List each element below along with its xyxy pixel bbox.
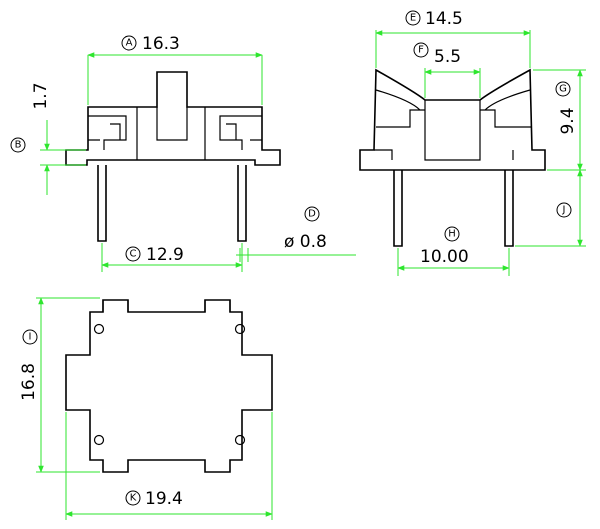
dimension-a-value: 16.3: [142, 34, 180, 54]
dimension-f-value: 5.5: [434, 47, 461, 67]
bottom-view-outline: [65, 299, 273, 473]
dimension-i: I 16.8: [19, 297, 100, 473]
dimension-e-marker: [405, 10, 421, 26]
front-view: [65, 71, 281, 242]
dimension-h-letter: H: [448, 229, 456, 240]
dimension-c-value: 12.9: [146, 245, 184, 265]
dimension-c-letter: C: [130, 249, 137, 260]
dimension-i-value: 16.8: [19, 363, 39, 401]
dimension-a-marker: [121, 35, 137, 51]
mounting-hole: [93, 434, 105, 446]
dimension-b: 1.7 B: [10, 82, 86, 195]
dimension-g: G 9.4: [533, 69, 586, 171]
side-view: [359, 68, 546, 247]
dimension-g-letter: G: [559, 84, 567, 95]
dimension-b-marker: [10, 137, 26, 153]
front-view-core-lines: [136, 107, 206, 160]
dimension-g-value: 9.4: [558, 107, 578, 134]
dimension-h-marker: [444, 226, 460, 242]
dimension-d: D ø 0.8: [236, 206, 356, 262]
front-view-left-clip: [88, 115, 127, 150]
mounting-hole: [93, 323, 105, 335]
side-view-inner-lines: [374, 89, 532, 161]
dimension-i-marker: [22, 329, 38, 345]
dimension-i-letter: I: [29, 332, 32, 343]
dimension-e-value: 14.5: [425, 9, 463, 29]
dimension-c: C 12.9: [101, 243, 243, 272]
dimension-f-marker: [413, 42, 429, 58]
front-view-right-pin: [237, 165, 247, 242]
dimension-e: E 14.5: [375, 9, 531, 68]
mounting-hole: [234, 323, 246, 335]
dimension-e-letter: E: [410, 13, 416, 24]
dimension-a-letter: A: [126, 38, 133, 49]
dimension-f-letter: F: [418, 45, 424, 56]
dimension-d-value: ø 0.8: [284, 232, 327, 252]
dimension-h-value: 10.00: [420, 247, 469, 267]
dimension-j-marker: [556, 202, 572, 218]
dimension-k-value: 19.4: [145, 489, 183, 509]
bottom-view: [65, 299, 273, 473]
dimension-j: J: [515, 169, 586, 247]
dimension-g-marker: [555, 81, 571, 97]
side-view-outline: [359, 68, 546, 171]
dimension-h: H 10.00: [397, 226, 510, 276]
front-view-outline: [65, 71, 281, 166]
dimension-j-letter: J: [562, 205, 566, 216]
dimension-d-marker: [304, 206, 320, 222]
side-view-right-pin: [504, 170, 514, 247]
dimension-k: K 19.4: [65, 412, 273, 520]
dimension-f: F 5.5: [413, 42, 481, 98]
side-view-left-pin: [393, 170, 403, 247]
dimension-c-marker: [125, 246, 141, 262]
dimension-a: A 16.3: [87, 34, 263, 105]
dimension-b-value: 1.7: [31, 82, 51, 109]
dimension-b-letter: B: [15, 140, 22, 151]
mounting-hole: [234, 434, 246, 446]
dimension-k-marker: [125, 490, 141, 506]
dimension-k-letter: K: [130, 493, 137, 504]
front-view-right-clip: [219, 115, 262, 150]
front-view-left-pin: [97, 165, 107, 242]
bottom-view-tab-lines: [102, 300, 231, 312]
dimension-d-letter: D: [308, 209, 316, 220]
